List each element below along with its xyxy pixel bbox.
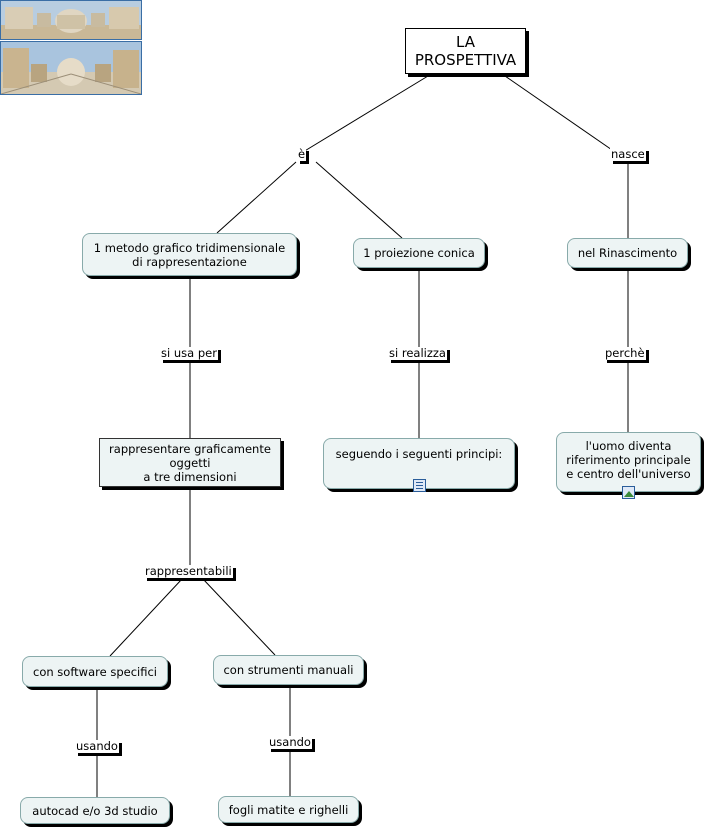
link-label-usando-software[interactable]: usando: [75, 739, 119, 753]
concept-manuali[interactable]: con strumenti manuali: [213, 655, 364, 685]
concept-manuali-label: con strumenti manuali: [223, 663, 354, 677]
concept-fogli-label: fogli matite e righelli: [228, 802, 349, 817]
concept-proiezione-conica[interactable]: 1 proiezione conica: [353, 238, 485, 268]
concept-fogli[interactable]: fogli matite e righelli: [218, 796, 359, 823]
concept-autocad[interactable]: autocad e/o 3d studio: [20, 797, 170, 824]
thumbnail-image-bottom[interactable]: [0, 41, 142, 95]
root-concept[interactable]: LA PROSPETTIVA: [405, 28, 526, 74]
document-list-icon[interactable]: [413, 479, 426, 492]
concept-proiezione-conica-label: 1 proiezione conica: [363, 246, 475, 260]
link-label-nasce[interactable]: nasce: [610, 147, 646, 161]
concept-rinascimento[interactable]: nel Rinascimento: [567, 238, 688, 268]
concept-metodo-grafico[interactable]: 1 metodo grafico tridimensionale di rapp…: [82, 233, 297, 276]
concept-software-label: con software specifici: [33, 664, 157, 679]
thumbnail-image-top[interactable]: [0, 0, 142, 40]
link-label-e[interactable]: è: [297, 147, 307, 161]
concept-autocad-label: autocad e/o 3d studio: [32, 803, 158, 818]
concept-metodo-grafico-label: 1 metodo grafico tridimensionale di rapp…: [93, 240, 286, 269]
concept-uomo[interactable]: l'uomo diventa riferimento principale e …: [556, 432, 701, 499]
concept-rappresentare-label: rappresentare graficamente oggetti a tre…: [109, 441, 271, 484]
concept-uomo-label: l'uomo diventa riferimento principale e …: [566, 439, 691, 481]
image-icon[interactable]: [622, 486, 635, 499]
link-label-usando-manuali[interactable]: usando: [268, 735, 312, 749]
concept-principi-label: seguendo i seguenti principi:: [335, 447, 503, 461]
concept-principi[interactable]: seguendo i seguenti principi:: [323, 438, 515, 492]
concept-software[interactable]: con software specifici: [22, 656, 168, 687]
ideal-city-image-2: [1, 42, 141, 94]
link-label-perche[interactable]: perchè: [604, 346, 646, 360]
ideal-city-image-1: [1, 1, 141, 39]
concept-rinascimento-label: nel Rinascimento: [577, 246, 678, 260]
link-label-si-realizza[interactable]: si realizza: [388, 346, 447, 360]
concept-rappresentare[interactable]: rappresentare graficamente oggetti a tre…: [99, 438, 281, 487]
link-label-rappresentabili[interactable]: rappresentabili: [144, 564, 233, 578]
link-label-si-usa-per[interactable]: si usa per: [160, 346, 218, 360]
